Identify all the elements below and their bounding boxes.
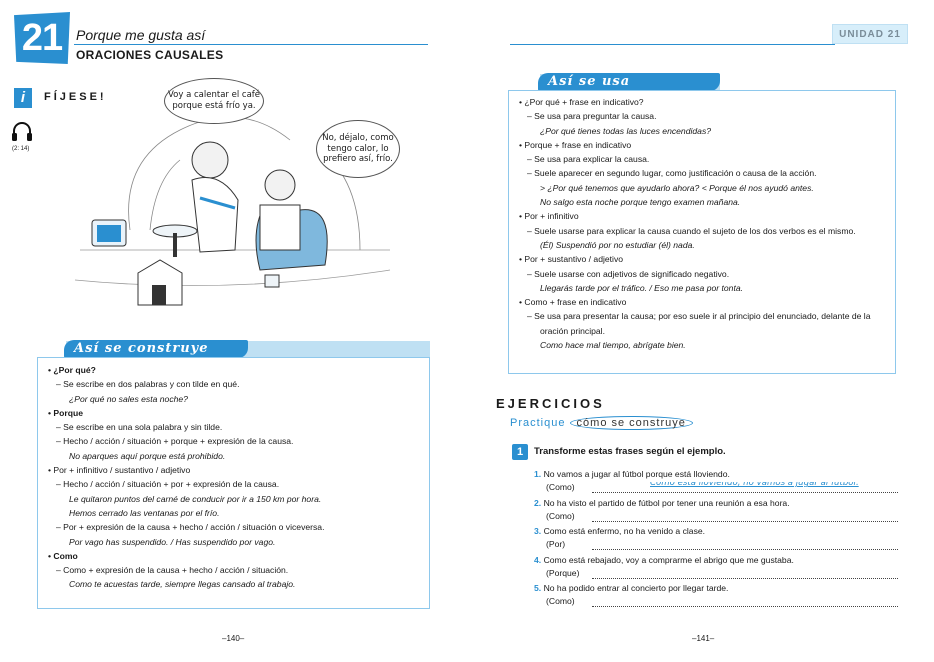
exercise-item: 1. No vamos a jugar al fútbol porque est… <box>534 469 730 479</box>
construye-line: – Por + expresión de la causa + hecho / … <box>56 522 325 533</box>
construye-line: Le quitaron puntos del carné de conducir… <box>69 493 322 504</box>
practique-text: Practique <box>510 417 566 429</box>
exercise-instruction: Transforme estas frases según el ejemplo… <box>534 446 726 457</box>
exercise-item-text: Como está enfermo, no ha venido a clase. <box>543 526 706 536</box>
construye-line: – Hecho / acción / situación + porque + … <box>56 436 294 447</box>
usa-line: – Se usa para preguntar la causa. <box>527 111 657 122</box>
answer-dotted-line[interactable] <box>592 520 898 522</box>
answer-prompt: (Como) <box>546 510 575 521</box>
usa-line: • Como + frase en indicativo <box>519 297 627 308</box>
info-icon: i <box>14 88 32 108</box>
construye-line: • ¿Por qué? <box>48 365 96 375</box>
usa-line: – Se usa para explicar la causa. <box>527 154 650 165</box>
header-rule-right <box>510 44 835 45</box>
exercise-item-number: 1. <box>534 469 542 479</box>
construye-line: – Se escribe en una sola palabra y sin t… <box>56 422 223 433</box>
practique-label: Practique cómo se construye <box>510 416 693 430</box>
construye-line: Como te acuestas tarde, siempre llegas c… <box>69 579 296 590</box>
exercise-item-number: 2. <box>534 497 542 508</box>
construye-line: ¿Por qué no sales esta noche? <box>69 393 188 404</box>
exercise-number-badge: 1 <box>512 444 528 460</box>
exercise-item: 4. Como está rebajado, voy a comprarme e… <box>534 555 794 565</box>
usa-line: • ¿Por qué + frase en indicativo? <box>519 97 644 107</box>
exercise-item-text: Como está rebajado, voy a comprarme el a… <box>543 554 794 565</box>
headphones-icon[interactable] <box>11 120 33 144</box>
exercise-item: 5. No ha podido entrar al concierto por … <box>534 583 728 593</box>
construye-line: • Porque <box>48 407 84 418</box>
illustration-igloo-scene <box>74 116 391 306</box>
answer-line[interactable]: (Porque) <box>546 568 898 581</box>
usa-line: > ¿Por qué tenemos que ayudarlo ahora? <… <box>540 182 814 193</box>
usa-heading: Así se usa <box>538 73 720 91</box>
answer-line[interactable]: (Como) <box>546 511 898 524</box>
fijese-label: FÍJESE! <box>44 91 107 103</box>
practique-oval: cómo se construye <box>569 416 693 430</box>
usa-line: – Suele usarse con adjetivos de signific… <box>527 268 730 279</box>
exercise-item-number: 4. <box>534 554 542 565</box>
answer-dotted-line[interactable] <box>592 549 898 550</box>
bottom-band <box>0 640 934 662</box>
usa-content: • ¿Por qué + frase en indicativo? – Se us… <box>509 91 895 352</box>
construye-line: Por vago has suspendido. / Has suspendid… <box>69 536 276 547</box>
usa-line: ¿Por qué tienes todas las luces encendid… <box>540 125 712 136</box>
unit-title: Porque me gusta así <box>76 27 206 43</box>
construye-line: • Por + infinitivo / sustantivo / adjeti… <box>48 465 191 476</box>
page-number-left: –140– <box>222 634 245 643</box>
exercise-item: 3. Como está enfermo, no ha venido a cla… <box>534 526 705 536</box>
answer-line[interactable]: (Por) <box>546 539 898 552</box>
answer-line[interactable]: (Como) Como está lloviendo, no vamos a ju… <box>546 482 898 495</box>
usa-line: oración principal. <box>540 325 605 336</box>
usa-line: Llegarás tarde por el tráfico. / Eso me … <box>540 282 744 293</box>
exercise-item-number: 5. <box>534 583 542 593</box>
construye-line: – Como + expresión de la causa + hecho /… <box>56 565 289 576</box>
answer-dotted-line[interactable] <box>592 606 898 607</box>
header-rule-left <box>74 44 428 45</box>
speech-bubble-1: Voy a calentar el café porque está frío … <box>164 78 264 124</box>
usa-line: – Suele aparecer en segundo lugar, como … <box>527 168 817 179</box>
audio-track-label: (2: 14) <box>12 146 30 152</box>
unit-tab: UNIDAD 21 <box>832 24 908 44</box>
construye-line: Hemos cerrado las ventanas por el frío. <box>69 507 220 518</box>
usa-line: – Se usa para presentar la causa; por es… <box>527 311 871 322</box>
answer-dotted-line[interactable] <box>592 577 898 579</box>
construye-line: No aparques aquí porque está prohibido. <box>69 450 226 461</box>
construye-content: • ¿Por qué? – Se escribe en dos palabras … <box>38 358 429 592</box>
usa-line: • Por + infinitivo <box>519 211 579 222</box>
exercise-item-text: No ha visto el partido de fútbol por ten… <box>543 497 790 508</box>
usa-line: • Porque + frase en indicativo <box>519 139 632 150</box>
example-answer: Como está lloviendo, no vamos a jugar al… <box>650 482 859 488</box>
speech-bubble-2: No, déjalo, como tengo calor, lo prefier… <box>316 120 400 178</box>
unit-subtitle: ORACIONES CAUSALES <box>76 48 224 62</box>
exercise-item-text: No ha podido entrar al concierto por lle… <box>543 583 729 593</box>
construye-line: • Como <box>48 550 78 561</box>
ejercicios-title: EJERCICIOS <box>496 396 605 411</box>
exercise-item: 2. No ha visto el partido de fútbol por … <box>534 498 790 508</box>
answer-dotted-line[interactable] <box>592 492 898 493</box>
construye-heading: Así se construye <box>64 340 248 358</box>
page-number-right: –141– <box>692 634 715 643</box>
answer-line[interactable]: (Como) <box>546 596 898 609</box>
construye-line: – Se escribe en dos palabras y con tilde… <box>56 379 240 390</box>
construye-line: – Hecho / acción / situación + por + exp… <box>56 479 280 490</box>
answer-prompt: (Por) <box>546 539 566 549</box>
usa-line: • Por + sustantivo / adjetivo <box>519 254 624 265</box>
usa-line: – Suele usarse para explicar la causa cu… <box>527 225 856 236</box>
answer-prompt: (Porque) <box>546 567 580 578</box>
answer-prompt: (Como) <box>546 482 575 492</box>
usa-line: (Él) Suspendió por no estudiar (él) nada… <box>540 239 695 250</box>
usa-box: • ¿Por qué + frase en indicativo? – Se us… <box>508 90 896 374</box>
construye-box: • ¿Por qué? – Se escribe en dos palabras … <box>37 357 430 609</box>
exercise-item-text: No vamos a jugar al fútbol porque está l… <box>543 469 730 479</box>
usa-line: No salgo esta noche porque tengo examen … <box>540 197 741 208</box>
usa-line: Como hace mal tiempo, abrígate bien. <box>540 340 686 351</box>
exercise-item-number: 3. <box>534 526 542 536</box>
unit-number-badge: 21 <box>14 12 70 64</box>
answer-prompt: (Como) <box>546 596 575 606</box>
